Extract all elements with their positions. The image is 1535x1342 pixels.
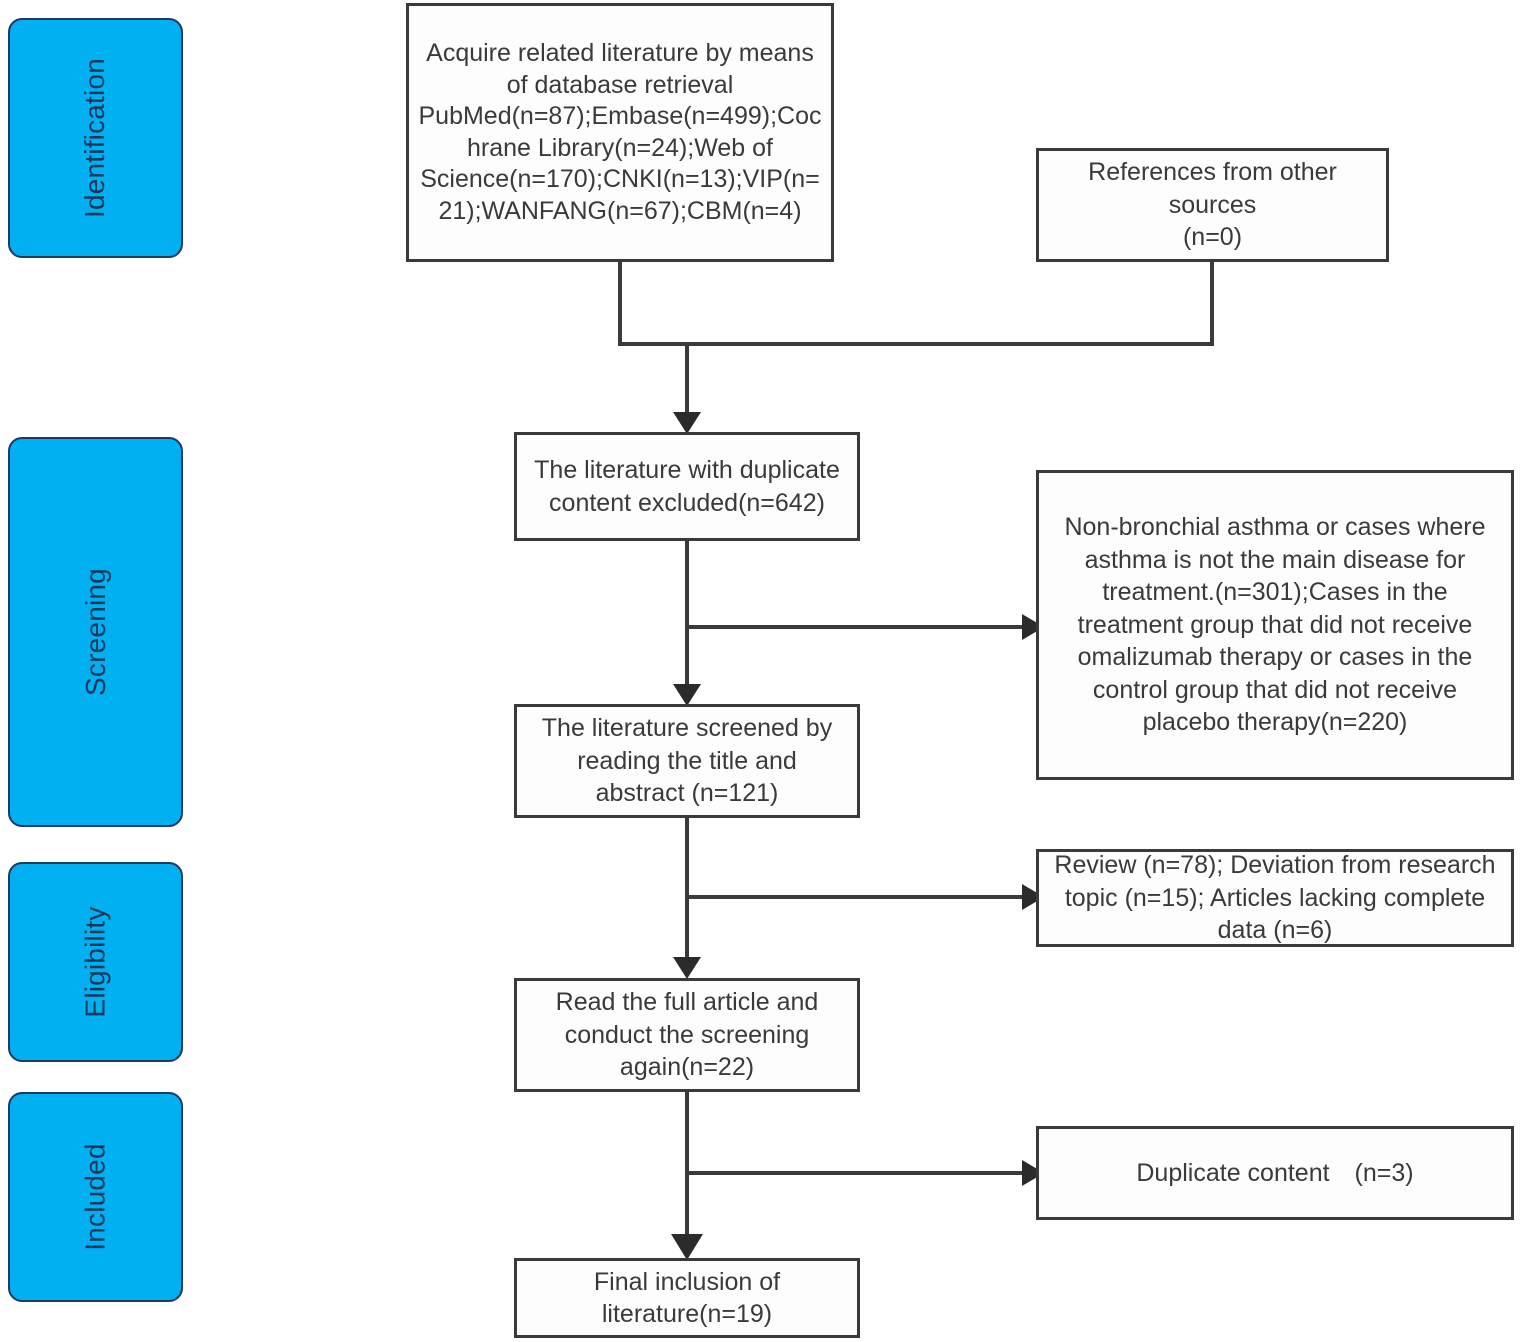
box-other-sources: References from other sources (n=0)	[1036, 148, 1389, 262]
box-final-included-text: Final inclusion of literature(n=19)	[593, 1267, 781, 1329]
box-records-identified: Acquire related literature by means of d…	[406, 3, 834, 262]
box-full-text-assessed: Read the full article and conduct the sc…	[514, 978, 860, 1092]
stage-label-identification: Identification	[79, 57, 111, 219]
stage-box-included: Included	[8, 1092, 183, 1302]
box-other-sources-text: References from other sources (n=0)	[1088, 158, 1337, 252]
arrowhead-to-fulltext	[673, 957, 701, 979]
stage-box-screening: Screening	[8, 437, 183, 827]
box-screened-title-abstract: The literature screened by reading the t…	[514, 704, 860, 818]
box-excluded-eligibility: Review (n=78); Deviation from research t…	[1036, 849, 1514, 947]
box-excluded-duplicate-content-text: Duplicate content (n=3)	[1136, 1158, 1414, 1187]
box-duplicates-removed: The literature with duplicate content ex…	[514, 432, 860, 541]
stage-box-eligibility: Eligibility	[8, 862, 183, 1062]
stage-label-screening: Screening	[79, 568, 111, 696]
arrowhead-to-duplicates	[673, 412, 701, 434]
box-full-text-assessed-text: Read the full article and conduct the sc…	[555, 988, 819, 1082]
stage-label-eligibility: Eligibility	[79, 906, 111, 1018]
box-excluded-screening: Non-bronchial asthma or cases where asth…	[1036, 470, 1514, 780]
box-duplicates-removed-text: The literature with duplicate content ex…	[534, 456, 840, 517]
box-excluded-screening-text: Non-bronchial asthma or cases where asth…	[1064, 513, 1486, 737]
box-records-identified-text: Acquire related literature by means of d…	[418, 39, 822, 225]
connector-merge-identification	[618, 262, 1214, 346]
arrowhead-to-final	[671, 1234, 703, 1260]
arrowhead-to-screened	[673, 684, 701, 706]
stage-label-included: Included	[79, 1143, 111, 1251]
box-excluded-duplicate-content: Duplicate content (n=3)	[1036, 1126, 1514, 1220]
box-excluded-eligibility-text: Review (n=78); Deviation from research t…	[1054, 851, 1496, 945]
box-final-included: Final inclusion of literature(n=19)	[514, 1258, 860, 1338]
stage-box-identification: Identification	[8, 18, 183, 258]
box-screened-title-abstract-text: The literature screened by reading the t…	[541, 714, 833, 808]
